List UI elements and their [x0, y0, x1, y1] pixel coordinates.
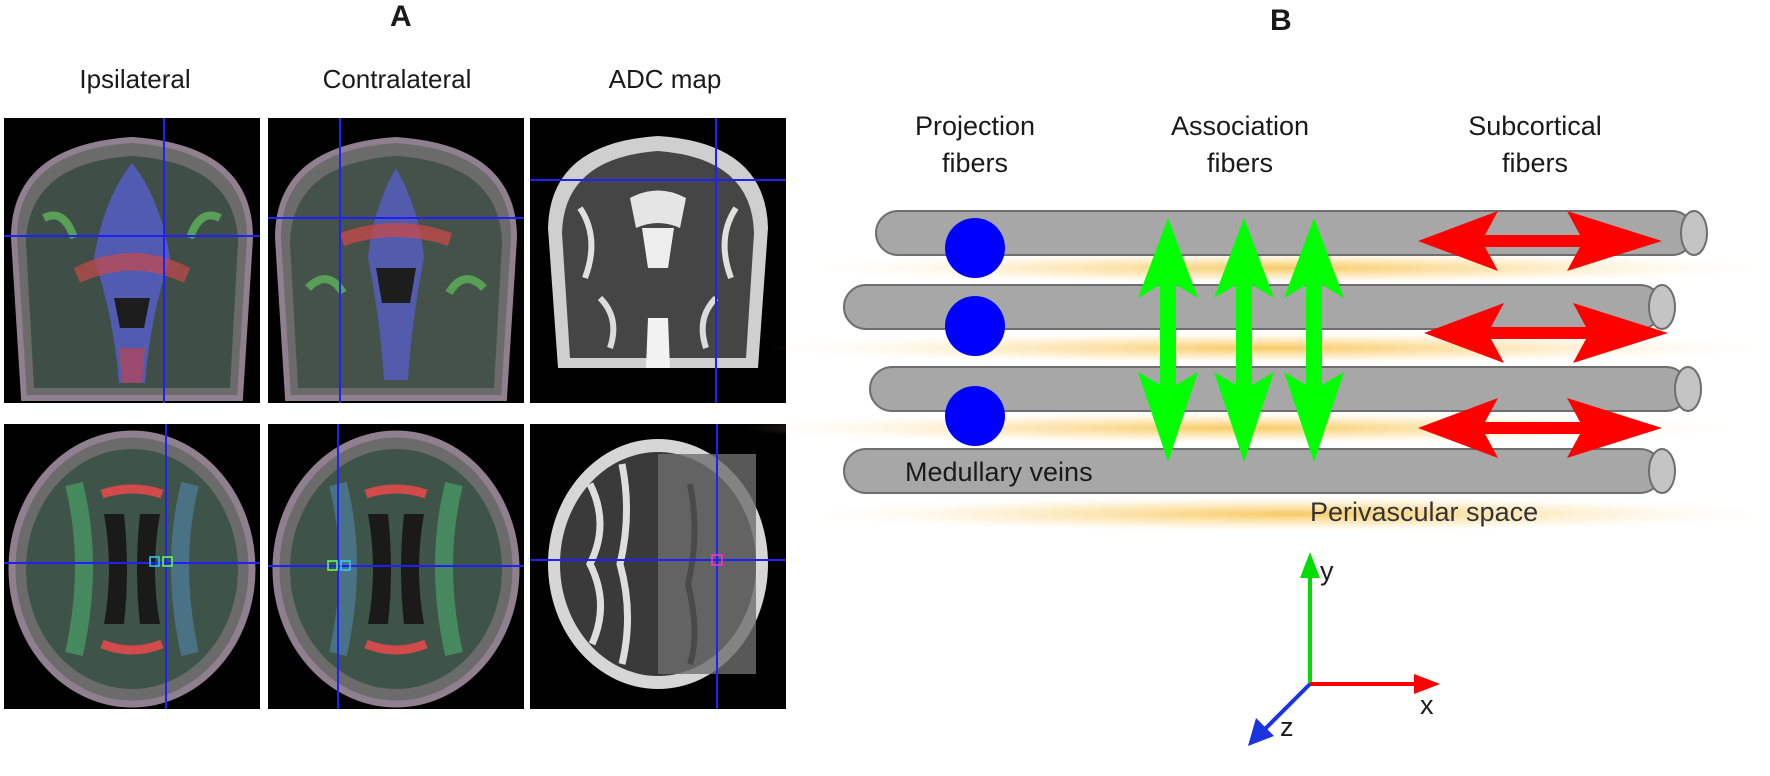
- association-fiber-arrow: [1214, 218, 1274, 462]
- axis-y-arrow: [1300, 552, 1320, 684]
- column-label-adc-map: ADC map: [608, 64, 722, 94]
- association-fibers-label-line1: Association: [1170, 111, 1310, 141]
- association-fiber-arrow: [1138, 218, 1198, 462]
- axis-z-label: z: [1280, 712, 1294, 742]
- mri-contralateral-axial: [268, 424, 524, 709]
- panel-b-letter: B: [1270, 4, 1292, 37]
- subcortical-fiber-arrow: [1424, 303, 1668, 363]
- vein-cylinder-4: [843, 448, 1676, 494]
- column-label-contralateral: Contralateral: [322, 64, 472, 94]
- perivascular-glow-4: [810, 496, 1770, 532]
- axis-x-label: x: [1420, 690, 1434, 720]
- column-label-ipsilateral: Ipsilateral: [79, 64, 191, 94]
- vein-cylinder-2: [843, 284, 1676, 330]
- association-fiber-arrow: [1284, 218, 1344, 462]
- perivascular-glow-2: [770, 332, 1770, 364]
- perivascular-space-label: Perivascular space: [1310, 497, 1539, 527]
- mri-contralateral-coronal: [268, 118, 524, 403]
- mri-adc-axial: [530, 424, 786, 709]
- subcortical-fiber-arrow: [1418, 398, 1662, 458]
- panel-a-letter: A: [390, 0, 412, 33]
- subcortical-fiber-arrow: [1418, 211, 1662, 271]
- association-fibers-label: Association fibers: [1130, 108, 1350, 182]
- subcortical-fibers-label-line2: fibers: [1501, 148, 1569, 178]
- axis-x-arrow: [1310, 674, 1440, 694]
- projection-fiber-dot: [945, 296, 1005, 356]
- mri-ipsilateral-axial: [4, 424, 260, 709]
- projection-fibers-label: Projection fibers: [865, 108, 1085, 182]
- projection-fibers-label-line1: Projection: [914, 111, 1036, 141]
- perivascular-glow-1: [810, 252, 1770, 284]
- vein-cylinder-3: [869, 366, 1702, 412]
- axis-z-arrow: [1248, 682, 1312, 746]
- projection-fiber-dot: [945, 386, 1005, 446]
- subcortical-fibers-label-line1: Subcortical: [1468, 111, 1602, 141]
- subcortical-fibers-label: Subcortical fibers: [1425, 108, 1645, 182]
- projection-fibers-label-line2: fibers: [941, 148, 1009, 178]
- medullary-veins-label: Medullary veins: [905, 457, 1093, 487]
- projection-fiber-dot: [945, 218, 1005, 278]
- mri-adc-coronal: [530, 118, 786, 403]
- mri-ipsilateral-coronal: [4, 118, 260, 403]
- association-fibers-label-line2: fibers: [1206, 148, 1274, 178]
- axis-y-label: y: [1320, 556, 1334, 586]
